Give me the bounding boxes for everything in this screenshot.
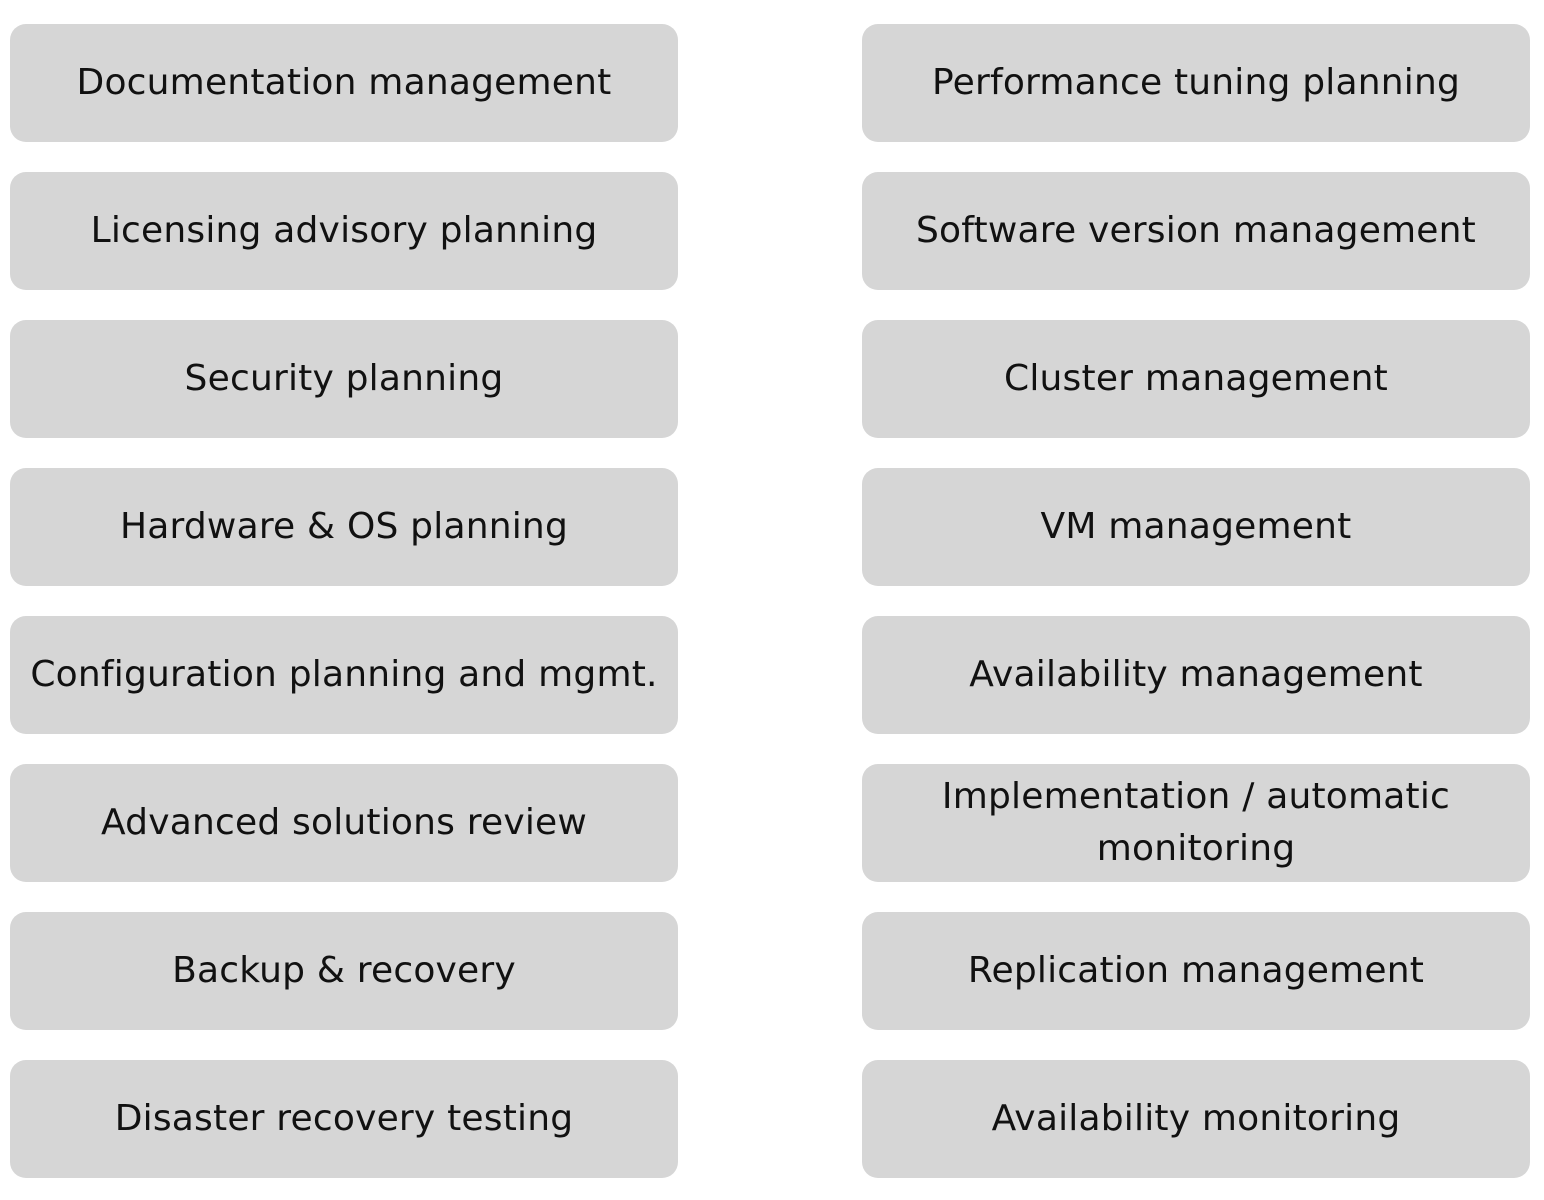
service-box: Backup & recovery <box>10 912 678 1030</box>
service-label: Performance tuning planning <box>931 61 1461 103</box>
service-box: Implementation / automatic monitoring <box>862 764 1530 882</box>
left-column: Documentation management Licensing advis… <box>10 24 678 1178</box>
service-box: Availability management <box>862 616 1530 734</box>
service-label: Cluster management <box>1004 357 1388 399</box>
service-label: Backup & recovery <box>172 949 516 991</box>
service-label: Disaster recovery testing <box>114 1097 574 1139</box>
right-column: Performance tuning planning Software ver… <box>862 24 1530 1178</box>
service-box: Configuration planning and mgmt. <box>10 616 678 734</box>
service-box: Licensing advisory planning <box>10 172 678 290</box>
service-label: Availability management <box>969 653 1423 695</box>
service-box: Advanced solutions review <box>10 764 678 882</box>
service-box: VM management <box>862 468 1530 586</box>
service-box: Performance tuning planning <box>862 24 1530 142</box>
service-label: VM management <box>1040 505 1352 547</box>
service-box: Cluster management <box>862 320 1530 438</box>
service-label: Licensing advisory planning <box>90 209 598 251</box>
service-label: Hardware & OS planning <box>119 505 569 547</box>
service-box: Hardware & OS planning <box>10 468 678 586</box>
service-box: Software version management <box>862 172 1530 290</box>
service-label: Availability monitoring <box>991 1097 1401 1139</box>
service-label: Configuration planning and mgmt. <box>30 653 658 695</box>
service-box: Security planning <box>10 320 678 438</box>
service-label: Documentation management <box>76 61 612 103</box>
service-label: Replication management <box>967 949 1425 991</box>
service-label: Advanced solutions review <box>100 801 588 843</box>
service-label: Security planning <box>184 357 504 399</box>
service-label: Implementation / automatic monitoring <box>941 775 1451 869</box>
service-box: Availability monitoring <box>862 1060 1530 1178</box>
service-box: Disaster recovery testing <box>10 1060 678 1178</box>
service-label: Software version management <box>916 209 1476 251</box>
service-box: Replication management <box>862 912 1530 1030</box>
service-box: Documentation management <box>10 24 678 142</box>
